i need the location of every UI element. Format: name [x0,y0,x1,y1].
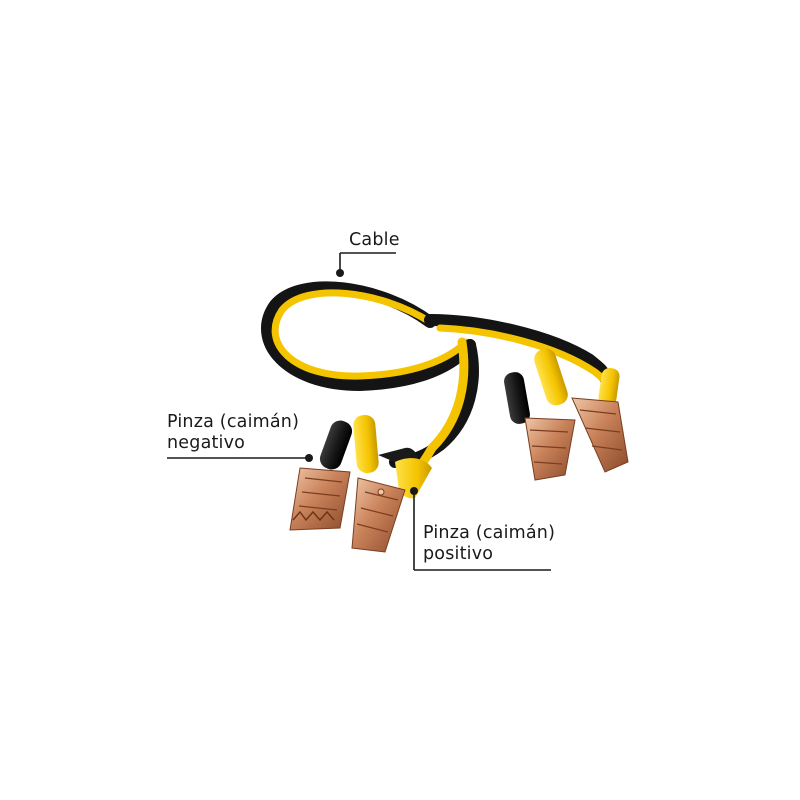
negative-clamp-front [289,420,353,531]
cable [261,281,616,483]
positive-clamp-label: Pinza (caimán) positivo [423,523,555,565]
positive-clamp-label-line1: Pinza (caimán) [423,523,556,543]
cable-label: Cable [349,230,400,251]
cable-label-text: Cable [349,230,400,250]
leader-lines [167,252,551,571]
positive-clamp-label-line2: positivo [423,544,494,564]
negative-clamp-back [504,372,576,481]
negative-clamp-label-line1: Pinza (caimán) [167,412,300,432]
positive-clamp-back [534,348,629,473]
positive-clamp-front [351,414,432,553]
negative-clamp-label: Pinza (caimán) negativo [167,412,299,454]
negative-clamp-label-line2: negativo [167,433,246,453]
